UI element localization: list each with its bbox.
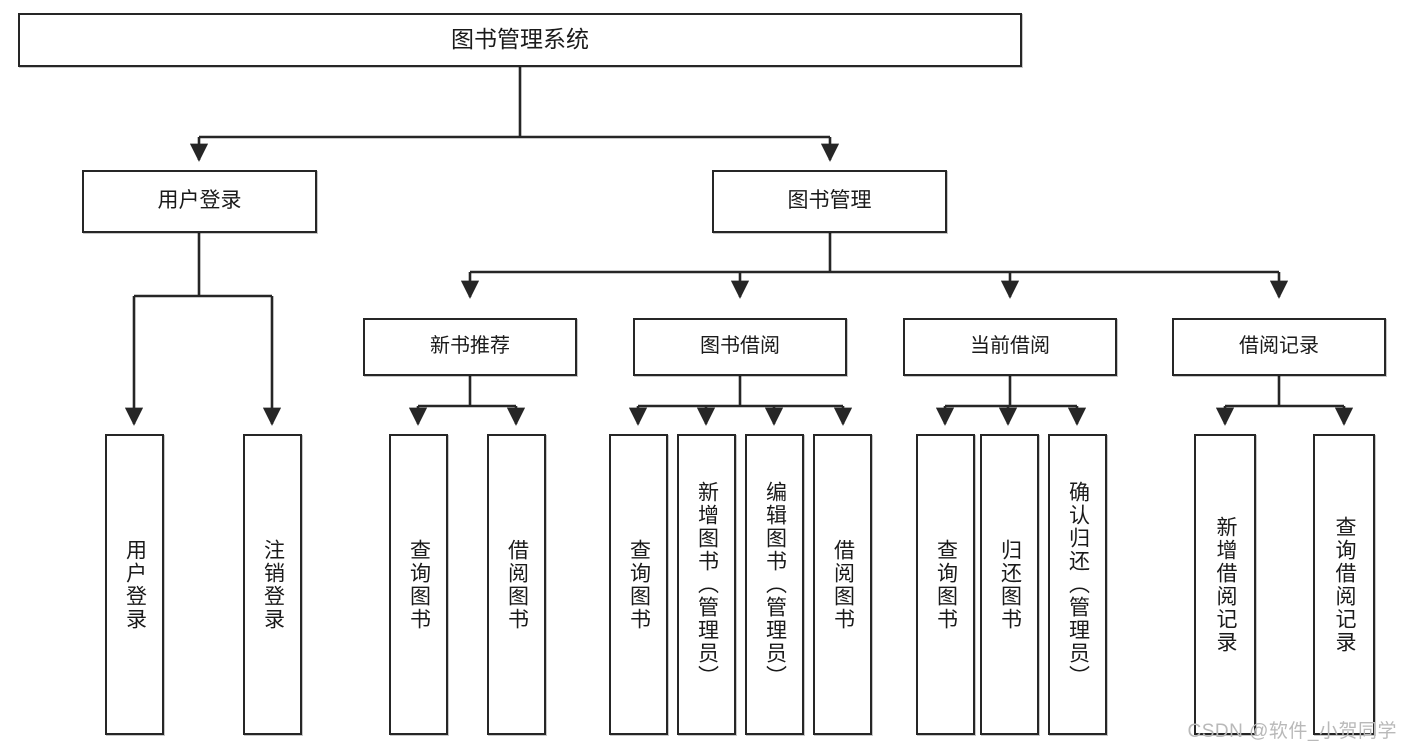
leaf-current-borrow-return[interactable]: 归还图书 — [980, 434, 1039, 735]
node-label: 借阅图书 — [831, 538, 855, 631]
leaf-user-login-logout[interactable]: 注销登录 — [243, 434, 302, 735]
leaf-user-login-login[interactable]: 用户登录 — [105, 434, 164, 735]
leaf-book-borrow-query[interactable]: 查询图书 — [609, 434, 668, 735]
leaf-new-book-query[interactable]: 查询图书 — [389, 434, 448, 735]
node-user-login[interactable]: 用户登录 — [82, 170, 317, 233]
leaf-book-borrow-edit[interactable]: 编辑图书（管理员） — [745, 434, 804, 735]
node-label: 借阅记录 — [1239, 335, 1319, 358]
node-label: 归还图书 — [998, 538, 1022, 631]
node-label: 用户登录 — [123, 538, 147, 631]
node-label: 图书借阅 — [700, 335, 780, 358]
node-new-book-recommend[interactable]: 新书推荐 — [363, 318, 577, 376]
node-label: 查询借阅记录 — [1333, 515, 1357, 654]
node-label: 新增图书（管理员） — [695, 481, 719, 688]
leaf-book-borrow-add[interactable]: 新增图书（管理员） — [677, 434, 736, 735]
leaf-new-book-borrow[interactable]: 借阅图书 — [487, 434, 546, 735]
node-label: 新增借阅记录 — [1214, 515, 1238, 654]
node-label: 新书推荐 — [430, 335, 510, 358]
leaf-borrow-record-query[interactable]: 查询借阅记录 — [1313, 434, 1375, 735]
node-label: 借阅图书 — [505, 538, 529, 631]
node-root[interactable]: 图书管理系统 — [18, 13, 1022, 67]
node-label: 查询图书 — [934, 538, 958, 631]
node-label: 用户登录 — [157, 189, 242, 213]
node-borrow-record[interactable]: 借阅记录 — [1172, 318, 1386, 376]
node-label: 图书管理系统 — [451, 26, 589, 53]
leaf-current-borrow-confirm-return[interactable]: 确认归还（管理员） — [1048, 434, 1107, 735]
node-label: 查询图书 — [407, 538, 431, 631]
node-book-borrow[interactable]: 图书借阅 — [633, 318, 847, 376]
node-label: 注销登录 — [261, 538, 285, 631]
node-label: 编辑图书（管理员） — [763, 481, 787, 688]
node-label: 当前借阅 — [970, 335, 1050, 358]
node-current-borrow[interactable]: 当前借阅 — [903, 318, 1117, 376]
leaf-current-borrow-query[interactable]: 查询图书 — [916, 434, 975, 735]
leaf-borrow-record-add[interactable]: 新增借阅记录 — [1194, 434, 1256, 735]
watermark: CSDN @软件_小贺同学 — [1187, 721, 1397, 742]
leaf-book-borrow-borrow[interactable]: 借阅图书 — [813, 434, 872, 735]
node-label: 图书管理 — [787, 189, 872, 213]
node-book-management[interactable]: 图书管理 — [712, 170, 947, 233]
node-label: 确认归还（管理员） — [1066, 481, 1090, 688]
node-label: 查询图书 — [627, 538, 651, 631]
